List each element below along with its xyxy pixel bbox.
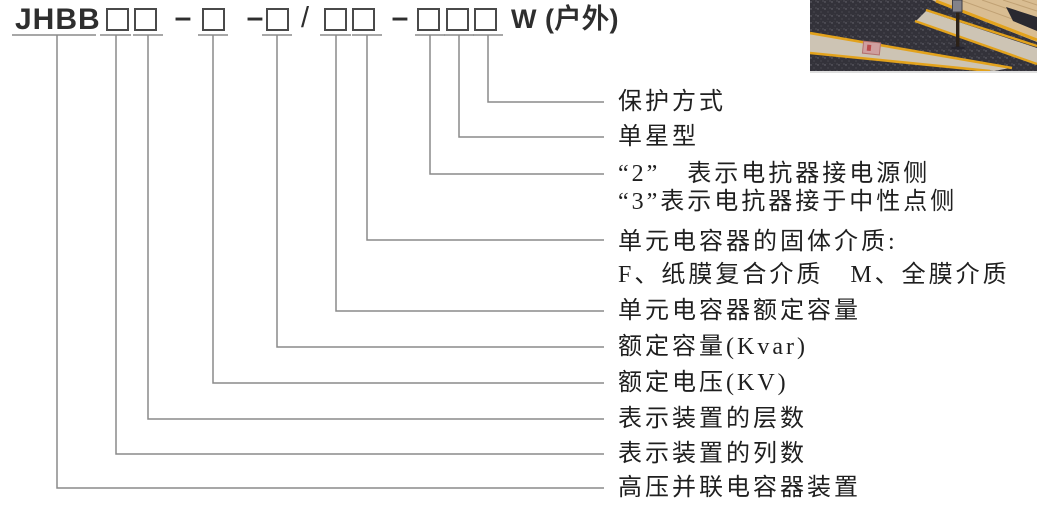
- label-dielectric-title: 单元电容器的固体介质:: [618, 229, 898, 255]
- label-rated-voltage: 额定电压(KV): [618, 370, 789, 396]
- model-box-protection: [474, 8, 497, 31]
- model-box-rated-capacity: [266, 8, 289, 31]
- photo-walkway-right: [916, 11, 1037, 63]
- model-box-single-star: [446, 8, 469, 31]
- model-box-layers: [134, 8, 157, 31]
- dash-separator-2: –: [246, 1, 264, 34]
- photo-pole-head: [952, 0, 963, 13]
- model-box-rated-voltage: [202, 8, 225, 31]
- slash-separator: /: [300, 2, 310, 34]
- model-prefix: JHBB: [15, 3, 101, 36]
- label-reactor-neutral-side: “3”表示电抗器接于中性点侧: [618, 189, 958, 215]
- dash-separator-3: –: [391, 1, 409, 34]
- label-rated-capacity: 额定容量(Kvar): [618, 334, 808, 360]
- photo-walkway-left: [810, 34, 1010, 71]
- label-layer-count: 表示装置的层数: [618, 406, 807, 432]
- dash-separator-1: –: [174, 1, 192, 34]
- label-single-star: 单星型: [618, 124, 699, 150]
- label-device-name: 高压并联电容器装置: [618, 475, 861, 501]
- label-column-count: 表示装置的列数: [618, 441, 807, 467]
- model-box-dielectric: [352, 8, 375, 31]
- label-reactor-source-side: “2” 表示电抗器接电源侧: [618, 161, 931, 187]
- label-dielectric-options: F、纸膜复合介质 M、全膜介质: [618, 262, 1010, 288]
- site-photo: [810, 0, 1037, 73]
- model-box-unit-capacity: [324, 8, 347, 31]
- model-suffix-outdoor: W (户外): [511, 4, 619, 34]
- label-protection-mode: 保护方式: [618, 89, 726, 115]
- photo-pole: [956, 9, 960, 47]
- label-unit-capacity: 单元电容器额定容量: [618, 298, 861, 324]
- photo-warning-sign: [861, 40, 882, 56]
- model-box-reactor-position: [417, 8, 440, 31]
- model-box-columns: [106, 8, 129, 31]
- photo-deck-opening: [1006, 7, 1037, 31]
